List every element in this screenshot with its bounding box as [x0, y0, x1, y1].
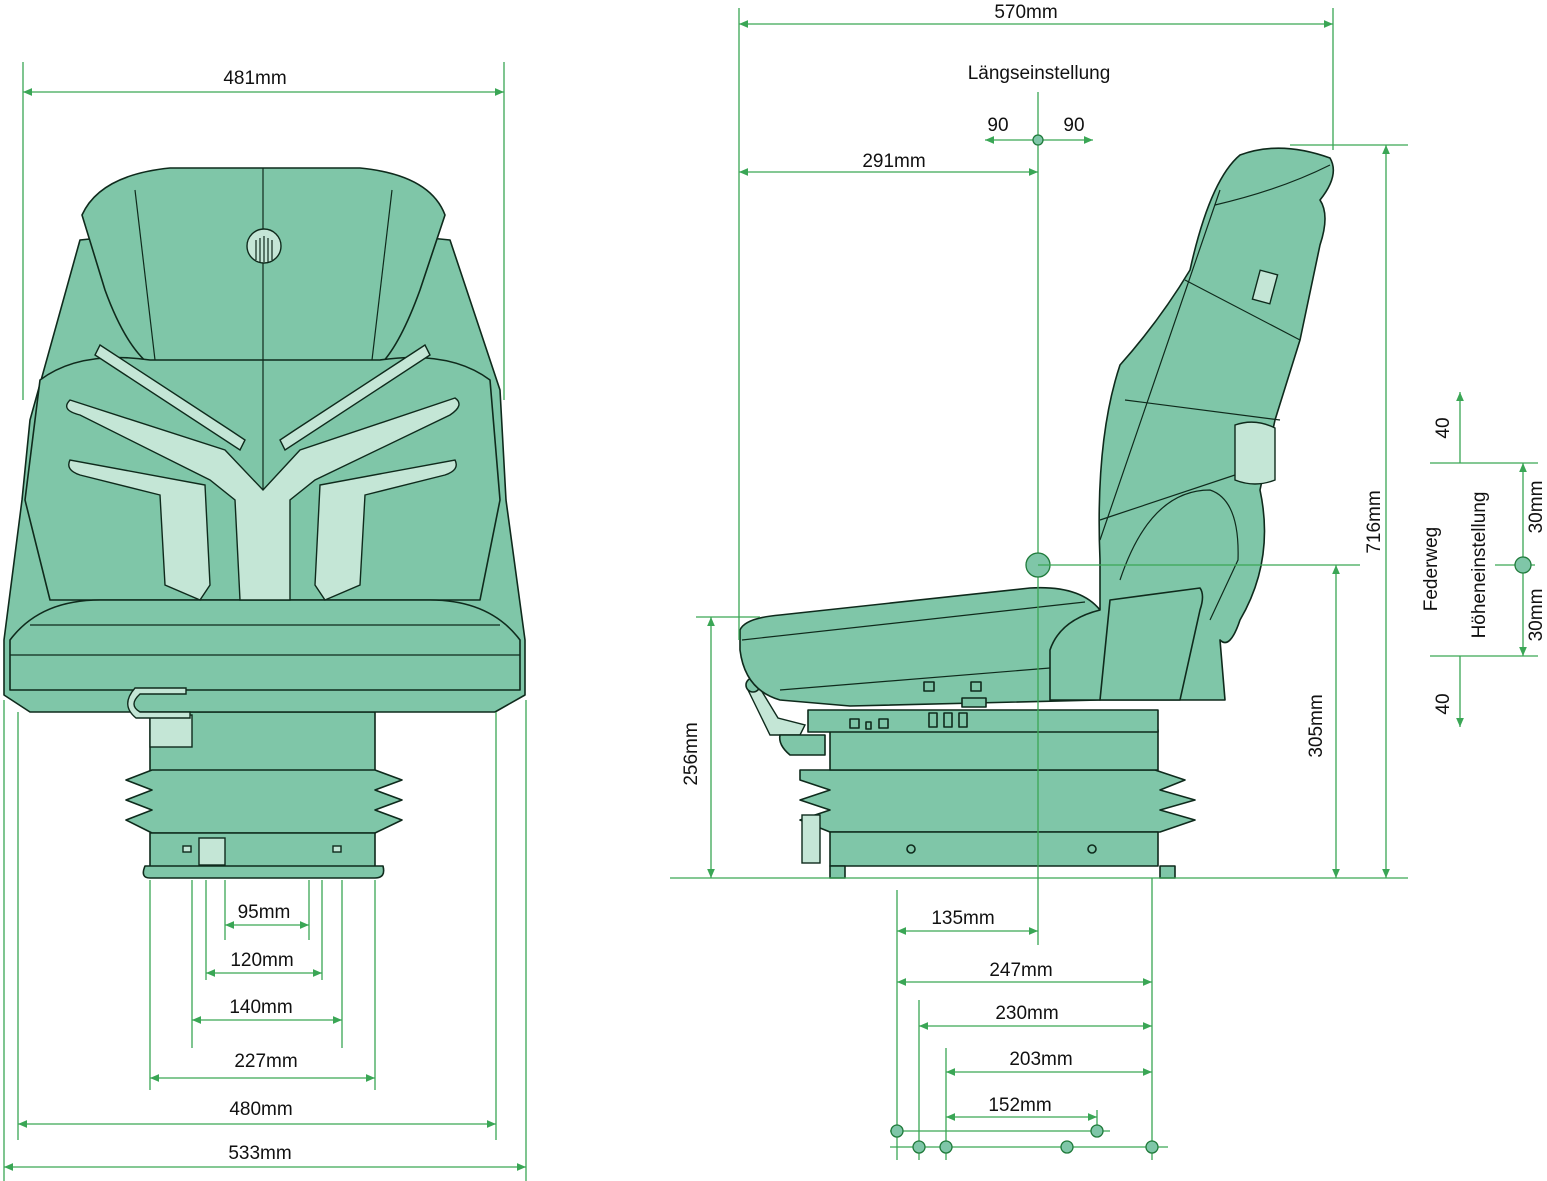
height-up: 30mm — [1526, 481, 1547, 534]
front-view-seat — [3, 167, 526, 879]
dim-135: 135mm — [931, 908, 994, 929]
fore-aft-back: 90 — [987, 115, 1008, 136]
dim-95: 95mm — [238, 902, 291, 923]
travel-label: Federweg — [1421, 527, 1442, 612]
dim-716: 716mm — [1364, 490, 1385, 553]
suspension-legend: 40 40 Federweg Höheneinstellung 30mm 30m… — [1421, 392, 1547, 727]
dim-227: 227mm — [234, 1051, 297, 1072]
side-view-dimensions: 570mm Längseinstellung 90 90 291mm 716mm… — [670, 2, 1408, 1160]
fore-aft-forward: 90 — [1063, 115, 1084, 136]
dim-203: 203mm — [1009, 1049, 1072, 1070]
front-view-dimensions: 481mm 95mm 120mm 140mm 227mm 480mm 533mm — [3, 62, 527, 1181]
dim-120: 120mm — [230, 950, 293, 971]
dim-291: 291mm — [862, 151, 925, 172]
dim-247: 247mm — [989, 960, 1052, 981]
side-view-seat — [739, 147, 1335, 879]
fore-aft-label: Längseinstellung — [968, 63, 1111, 84]
dim-305: 305mm — [1306, 694, 1327, 757]
dim-front-width: 481mm — [223, 68, 286, 89]
dim-570: 570mm — [994, 2, 1057, 23]
dim-140: 140mm — [229, 997, 292, 1018]
dim-480: 480mm — [229, 1099, 292, 1120]
dim-230: 230mm — [995, 1003, 1058, 1024]
height-adjust-label: Höheneinstellung — [1469, 492, 1490, 639]
height-down: 30mm — [1526, 589, 1547, 642]
height-adjust-point-icon — [1514, 556, 1532, 574]
dim-152: 152mm — [988, 1095, 1051, 1116]
dim-533: 533mm — [228, 1143, 291, 1164]
dim-256: 256mm — [681, 722, 702, 785]
travel-down: 40 — [1433, 693, 1454, 714]
travel-up: 40 — [1433, 417, 1454, 438]
